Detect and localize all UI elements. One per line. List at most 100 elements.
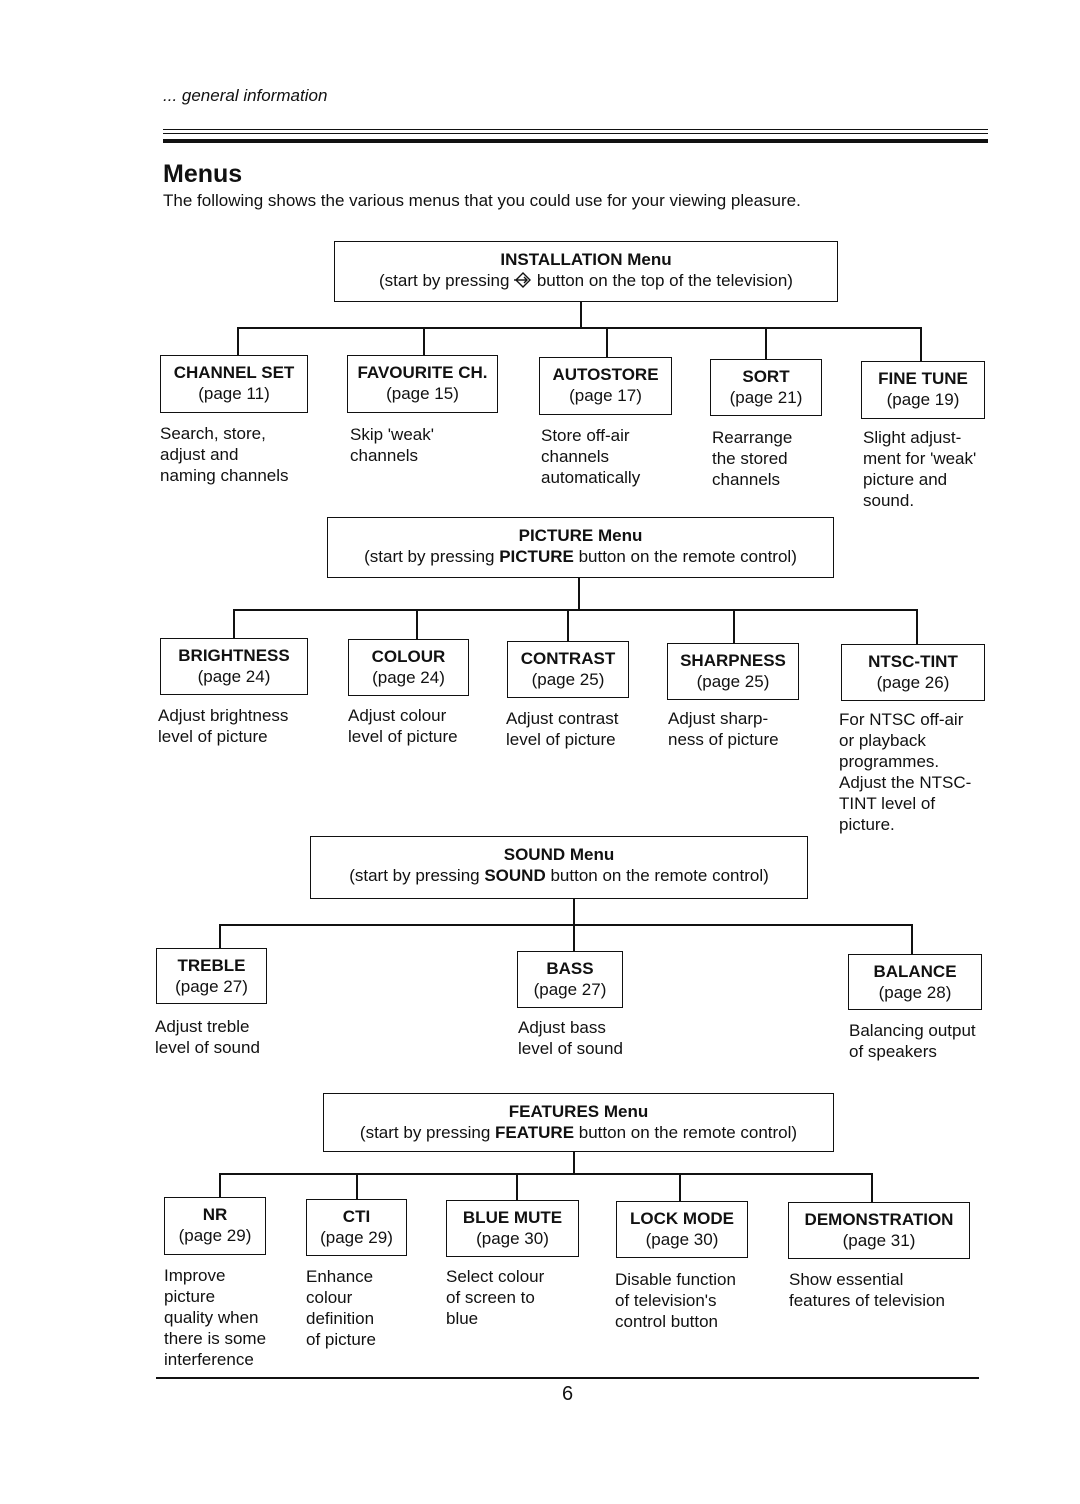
connector xyxy=(606,327,608,357)
connector xyxy=(233,609,235,638)
menu-item-contrast: CONTRAST (page 25) xyxy=(507,641,629,698)
picture-button-name: PICTURE xyxy=(499,547,574,566)
menu-arrow-icon xyxy=(514,272,532,293)
menu-item-blue-mute: BLUE MUTE (page 30) xyxy=(446,1200,579,1257)
installation-menu-title: INSTALLATION Menu xyxy=(500,250,672,269)
item-description: Adjust sharp- ness of picture xyxy=(668,709,779,749)
item-description: Show essential features of television xyxy=(789,1270,945,1310)
connector xyxy=(219,924,221,948)
item-page: (page 15) xyxy=(386,384,459,403)
picture-menu-title: PICTURE Menu xyxy=(518,526,643,545)
instruction-post: button on the top of the television) xyxy=(532,271,793,290)
menu-item-demonstration: DEMONSTRATION (page 31) xyxy=(788,1202,970,1259)
menu-item-channel-set: CHANNEL SET (page 11) xyxy=(160,355,308,413)
menu-item-fine-tune: FINE TUNE (page 19) xyxy=(861,361,985,419)
connector xyxy=(733,609,735,643)
picture-menu-box: PICTURE Menu (start by pressing PICTURE … xyxy=(327,517,834,578)
connector xyxy=(219,1173,221,1197)
item-title: COLOUR xyxy=(371,647,446,666)
item-title: LOCK MODE xyxy=(630,1209,734,1228)
item-title: FINE TUNE xyxy=(878,369,968,388)
instruction-pre: (start by pressing xyxy=(349,866,485,885)
item-title: BLUE MUTE xyxy=(462,1208,563,1227)
connector xyxy=(679,1173,681,1201)
connector xyxy=(916,609,918,644)
menu-item-lock-mode: LOCK MODE (page 30) xyxy=(616,1201,748,1258)
instruction-pre: (start by pressing xyxy=(364,547,500,566)
header-rule-thin xyxy=(163,129,988,130)
item-page: (page 29) xyxy=(320,1228,393,1247)
item-page: (page 31) xyxy=(842,1231,916,1250)
item-title: BALANCE xyxy=(873,962,957,981)
connector xyxy=(356,1173,358,1199)
item-page: (page 17) xyxy=(569,386,642,405)
connector xyxy=(416,609,418,639)
connector xyxy=(237,327,239,355)
sound-menu-title: SOUND Menu xyxy=(503,845,615,864)
item-title: BRIGHTNESS xyxy=(178,646,290,665)
item-title: TREBLE xyxy=(177,956,246,975)
menu-item-sort: SORT (page 21) xyxy=(710,359,822,416)
item-description: Adjust treble level of sound xyxy=(155,1017,260,1057)
item-page: (page 30) xyxy=(645,1230,719,1249)
item-description: Adjust contrast level of picture xyxy=(506,709,619,749)
instruction-post: button on the remote control) xyxy=(545,866,769,885)
menu-item-nr: NR (page 29) xyxy=(164,1197,266,1255)
features-menu-box: FEATURES Menu (start by pressing FEATURE… xyxy=(323,1093,834,1152)
item-description: Enhance colour definition of picture xyxy=(306,1267,376,1349)
item-title: DEMONSTRATION xyxy=(804,1210,954,1229)
picture-menu-instruction: (start by pressing PICTURE button on the… xyxy=(328,546,833,567)
item-description: Improve picture quality when there is so… xyxy=(164,1266,267,1369)
instruction-post: button on the remote control) xyxy=(573,547,797,566)
item-title: BASS xyxy=(546,959,594,978)
installation-menu-instruction: (start by pressing button on the top of … xyxy=(335,270,837,293)
item-page: (page 27) xyxy=(533,980,607,999)
connector xyxy=(233,609,917,611)
connector xyxy=(237,327,921,329)
item-title: SHARPNESS xyxy=(680,651,786,670)
sound-menu-box: SOUND Menu (start by pressing SOUND butt… xyxy=(310,836,808,899)
footer-rule xyxy=(156,1377,979,1379)
connector xyxy=(578,578,580,610)
connector xyxy=(920,327,922,361)
sound-button-name: SOUND xyxy=(484,866,546,885)
intro-text: The following shows the various menus th… xyxy=(163,191,801,210)
features-menu-title: FEATURES Menu xyxy=(508,1102,649,1121)
item-description: Rearrange the stored channels xyxy=(712,428,793,489)
item-description: Skip 'weak' channels xyxy=(350,425,434,465)
instruction-pre: (start by pressing xyxy=(379,271,515,290)
connector xyxy=(567,609,569,641)
menu-item-cti: CTI (page 29) xyxy=(306,1199,407,1256)
instruction-post: button on the remote control) xyxy=(574,1123,798,1142)
item-page: (page 24) xyxy=(197,667,271,686)
item-description: Adjust colour level of picture xyxy=(348,706,458,746)
item-title: CHANNEL SET xyxy=(173,363,295,382)
connector xyxy=(573,1152,575,1174)
menu-item-sharpness: SHARPNESS (page 25) xyxy=(667,643,799,700)
connector xyxy=(871,1173,873,1202)
item-page: (page 19) xyxy=(886,390,960,409)
item-title: AUTOSTORE xyxy=(552,365,659,384)
item-page: (page 25) xyxy=(696,672,770,691)
menu-item-colour: COLOUR (page 24) xyxy=(348,639,469,696)
item-title: SORT xyxy=(742,367,790,386)
item-description: Disable function of television's control… xyxy=(615,1270,736,1331)
item-description: Select colour of screen to blue xyxy=(446,1267,545,1328)
section-header: ... general information xyxy=(163,86,328,105)
item-page: (page 21) xyxy=(729,388,803,407)
item-title: NR xyxy=(202,1205,228,1224)
connector xyxy=(219,924,912,926)
menu-item-balance: BALANCE (page 28) xyxy=(848,954,982,1010)
page-number: 6 xyxy=(561,1383,574,1405)
item-page: (page 11) xyxy=(198,384,270,403)
menu-item-ntsc-tint: NTSC-TINT (page 26) xyxy=(841,644,985,701)
connector xyxy=(580,302,582,328)
item-title: CONTRAST xyxy=(520,649,616,668)
menu-item-favourite-ch: FAVOURITE CH. (page 15) xyxy=(347,355,498,413)
item-page: (page 30) xyxy=(476,1229,549,1248)
item-description: Slight adjust- ment for 'weak' picture a… xyxy=(863,428,977,510)
page-title: Menus xyxy=(163,160,243,188)
item-page: (page 29) xyxy=(178,1226,252,1245)
instruction-pre: (start by pressing xyxy=(359,1123,496,1142)
item-page: (page 28) xyxy=(878,983,952,1002)
